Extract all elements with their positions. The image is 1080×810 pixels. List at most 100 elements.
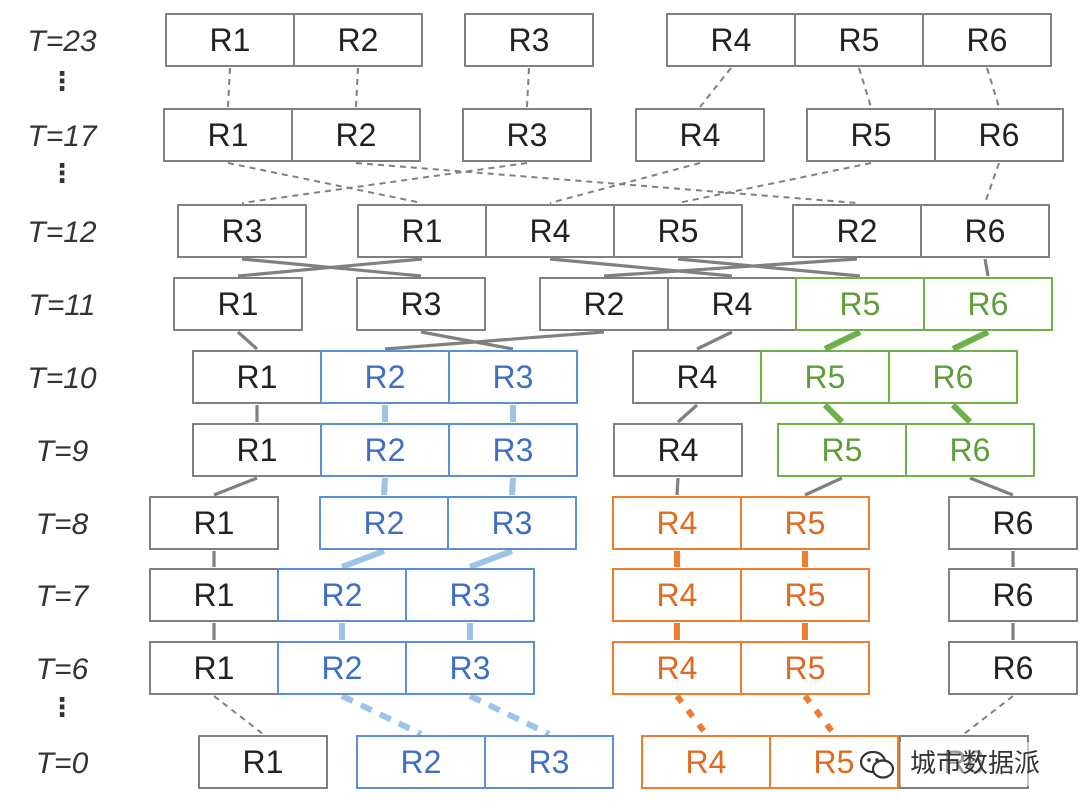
region-box-r2: R2 [320,423,450,477]
time-label: T=9 [36,435,89,468]
region-box-r3: R3 [448,350,578,404]
region-box-frame [277,641,407,695]
link-r5 [822,402,845,425]
link-r6 [969,476,1014,497]
region-box-r6: R6 [948,496,1078,550]
region-box-frame [319,496,449,550]
region-box-label: R5 [658,213,699,249]
region-box-label: R1 [194,650,235,686]
link-r6 [986,67,1000,108]
region-box-r1: R1 [173,277,303,331]
region-box-label: R3 [450,650,491,686]
watermark-text: 城市数据派 [910,749,1040,779]
region-box-label: R3 [507,117,548,153]
region-box-r6: R6 [905,423,1035,477]
region-box-r1: R1 [163,108,293,162]
region-box-r3: R3 [464,13,594,67]
region-box-label: R5 [785,577,826,613]
region-box-label: R6 [979,117,1020,153]
time-label: T=11 [29,289,96,322]
region-box-frame [888,350,1018,404]
region-box-label: R4 [530,213,571,249]
link-r5 [802,694,837,736]
region-box-label: R2 [401,744,442,780]
link-r2 [384,330,605,351]
region-box-r3: R3 [484,735,614,789]
link-r2 [340,548,386,570]
region-box-label: R3 [450,577,491,613]
region-box-label: R4 [657,650,698,686]
link-r4 [549,257,733,278]
link-r1 [237,257,423,278]
region-box-r1: R1 [165,13,295,67]
watermark-background [900,742,1050,786]
region-box-r5: R5 [760,350,890,404]
region-box-label: R1 [237,432,278,468]
region-box-label: R6 [967,22,1008,58]
region-box-r1: R1 [192,423,322,477]
region-box-label: R4 [686,744,727,780]
link-r6 [950,402,973,425]
region-box-r4: R4 [635,108,765,162]
region-box-label: R1 [194,505,235,541]
region-box-frame [405,641,535,695]
link-r4 [674,694,709,736]
link-r4 [696,330,733,351]
region-box-frame [792,204,922,258]
region-box-frame [777,423,907,477]
region-box-frame [905,423,1035,477]
region-box-label: R1 [402,213,443,249]
region-box-frame [923,277,1053,331]
region-box-label: R1 [243,744,284,780]
region-box-frame [320,350,450,404]
region-box-r5: R5 [794,13,924,67]
region-box-frame [806,108,936,162]
region-box-r6: R6 [920,204,1050,258]
link-r2 [340,693,423,737]
region-box-label: R3 [401,286,442,322]
region-box-label: R5 [785,650,826,686]
time-label: T=23 [27,25,97,58]
region-box-r2: R2 [539,277,669,331]
region-box-frame [198,735,328,789]
link-r3 [509,477,516,496]
link-r1 [236,330,259,351]
region-box-r3: R3 [356,277,486,331]
region-box-frame [464,13,594,67]
link-r3 [241,162,528,204]
time-label: T=10 [27,362,97,395]
time-label: T=7 [36,580,90,613]
ellipsis-marker: ⋮ [49,693,75,723]
region-box-frame [613,423,743,477]
region-box-r3: R3 [447,496,577,550]
region-box-label: R1 [210,22,251,58]
link-r5 [804,476,843,497]
region-box-frame [612,641,742,695]
region-box-r1: R1 [149,568,279,622]
region-box-r4: R4 [612,568,742,622]
region-box-frame [192,423,322,477]
link-r3 [468,548,514,570]
region-box-r1: R1 [192,350,322,404]
region-box-frame [447,496,577,550]
region-box-label: R4 [657,505,698,541]
link-r2 [603,257,858,278]
wechat-icon [859,750,895,779]
region-box-frame [448,350,578,404]
region-box-label: R1 [237,359,278,395]
region-box-frame [539,277,669,331]
region-box-r6: R6 [922,13,1052,67]
region-box-label: R2 [365,432,406,468]
time-label: T=12 [27,216,97,249]
region-box-frame [356,735,486,789]
region-box-r2: R2 [293,13,423,67]
region-box-r4: R4 [485,204,615,258]
